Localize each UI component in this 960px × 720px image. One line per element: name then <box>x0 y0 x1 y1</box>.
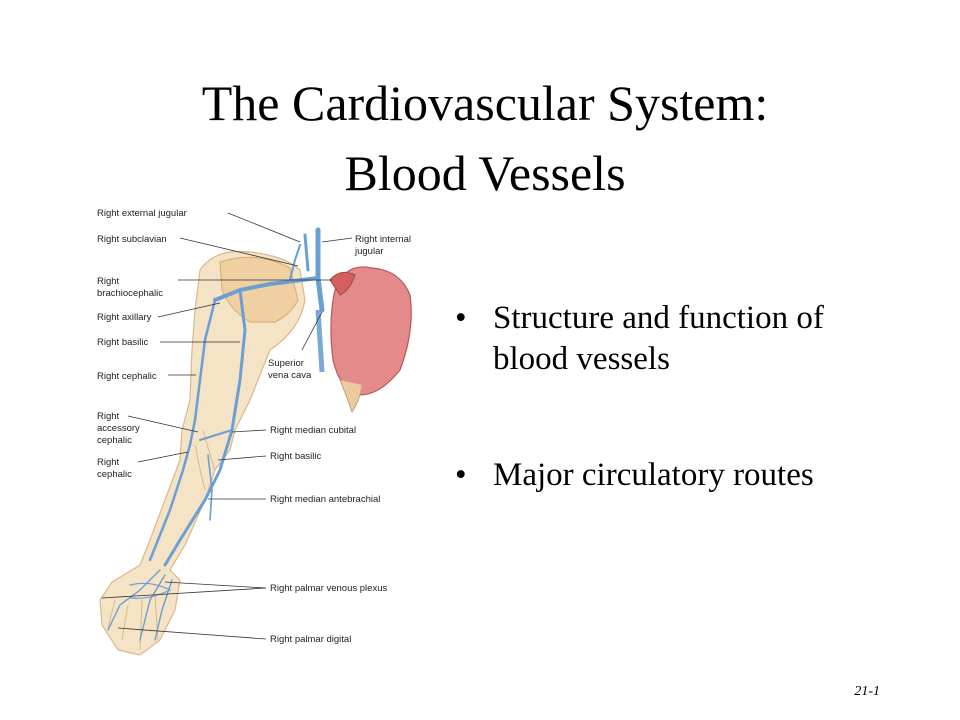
label-brachiocephalic-2: brachiocephalic <box>97 288 163 299</box>
bullet-text-line-1: Structure and function of <box>493 300 824 336</box>
label-median-cubital: Right median cubital <box>270 425 356 436</box>
slide-number: 21-1 <box>854 684 880 699</box>
slide-title: The Cardiovascular System: Blood Vessels <box>100 68 870 208</box>
vein-network <box>107 227 325 641</box>
bullet-text-line-2: blood vessels <box>493 341 670 377</box>
label-axillary: Right axillary <box>97 312 152 323</box>
label-forearm-basilic: Right basilic <box>270 451 321 462</box>
label-superior-vena-cava-1: Superior <box>268 358 304 369</box>
bullet-list: • Structure and function of blood vessel… <box>455 298 935 571</box>
label-brachiocephalic-1: Right <box>97 276 120 287</box>
label-cephalic: Right cephalic <box>97 371 157 382</box>
label-accessory-cephalic-2: accessory <box>97 423 140 434</box>
label-internal-jugular-1: Right internal <box>355 234 411 245</box>
label-external-jugular: Right external jugular <box>97 208 187 219</box>
title-line-2: Blood Vessels <box>344 145 626 201</box>
label-subclavian: Right subclavian <box>97 234 167 245</box>
bullet-text-line-1: Major circulatory routes <box>493 457 814 493</box>
bullet-item: • Major circulatory routes <box>455 455 935 496</box>
label-accessory-cephalic-3: cephalic <box>97 435 132 446</box>
label-palmar-digital: Right palmar digital <box>270 634 351 645</box>
leader-lines <box>101 212 353 640</box>
label-forearm-cephalic-1: Right <box>97 457 120 468</box>
label-median-antebrachial: Right median antebrachial <box>270 494 380 505</box>
bullet-marker: • <box>455 457 467 493</box>
label-basilic: Right basilic <box>97 337 148 348</box>
heart <box>315 266 412 414</box>
title-line-1: The Cardiovascular System: <box>201 75 769 131</box>
bullet-item: • Structure and function of blood vessel… <box>455 298 935 380</box>
bullet-marker: • <box>455 300 467 336</box>
label-internal-jugular-2: jugular <box>354 246 384 257</box>
label-palmar-venous-plexus: Right palmar venous plexus <box>270 583 387 594</box>
label-accessory-cephalic-1: Right <box>97 411 120 422</box>
label-superior-vena-cava-2: vena cava <box>268 370 312 381</box>
label-forearm-cephalic-2: cephalic <box>97 469 132 480</box>
